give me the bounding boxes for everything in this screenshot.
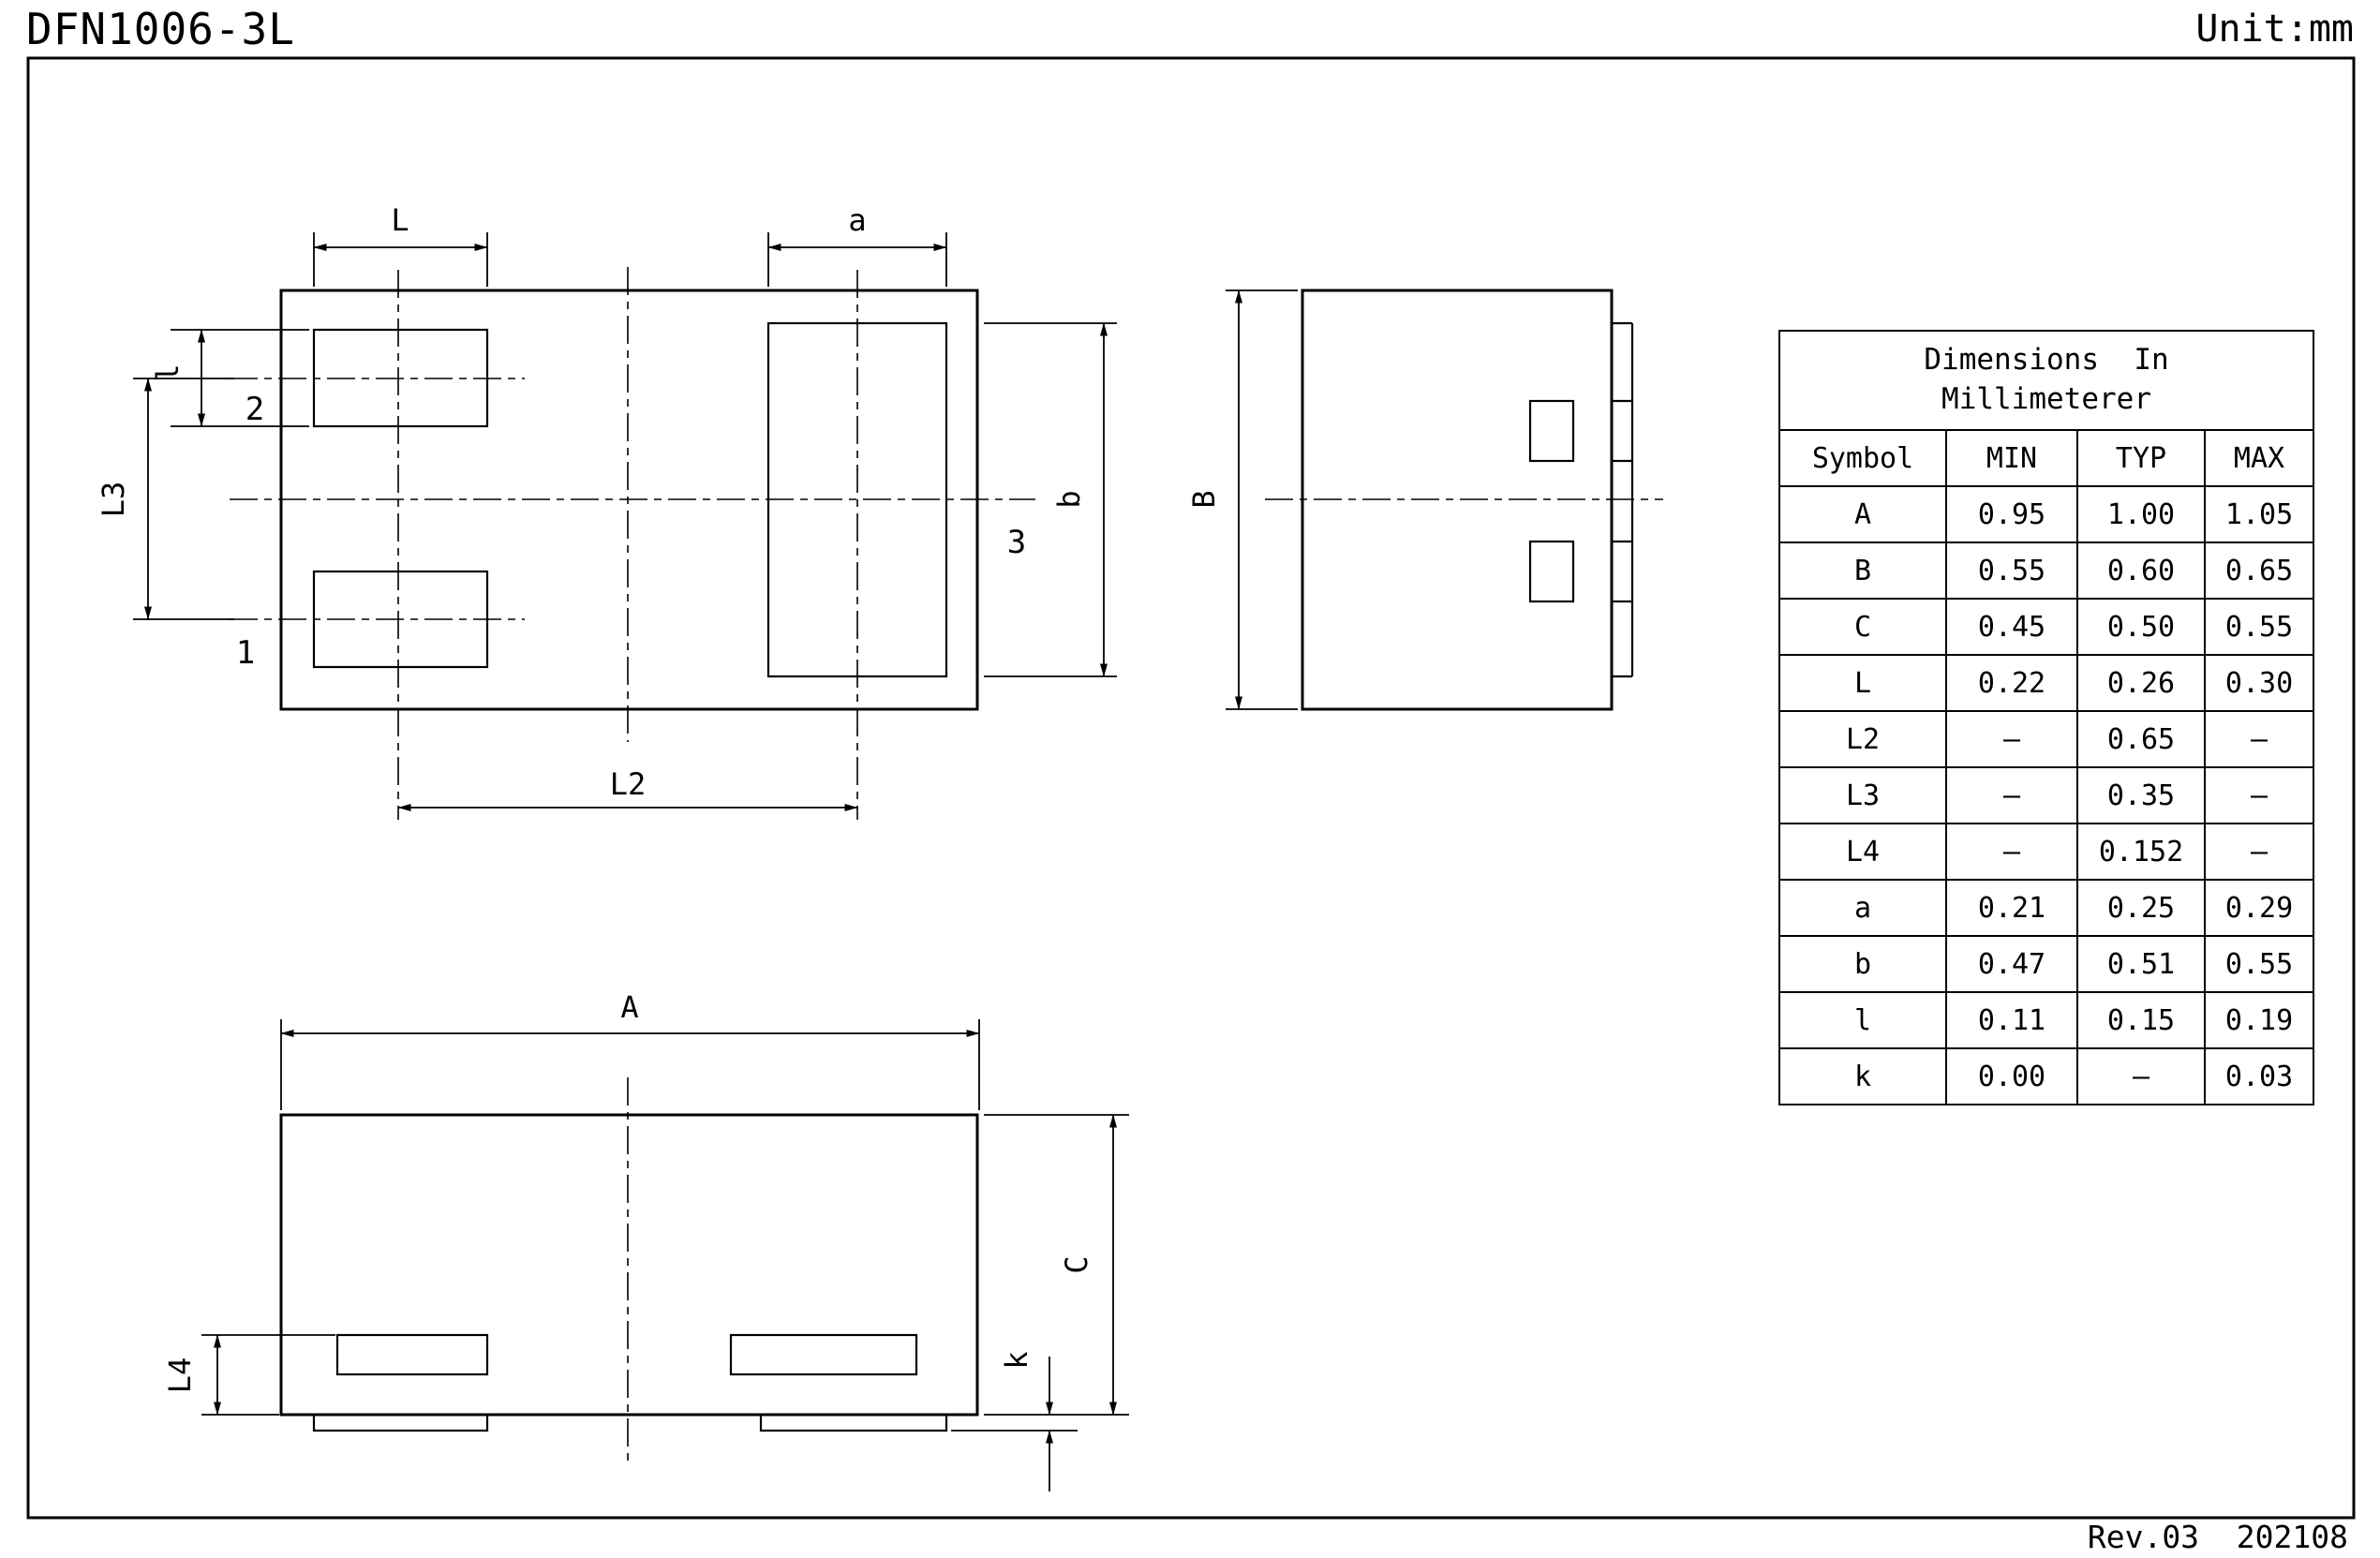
cell-symbol: A bbox=[1778, 485, 1947, 543]
cell-max: 0.30 bbox=[2203, 654, 2315, 712]
dim-label-b: b bbox=[1051, 490, 1087, 508]
cell-max: 0.55 bbox=[2203, 935, 2315, 993]
col-header-min: MIN bbox=[1945, 429, 2078, 487]
dim-label-L2: L2 bbox=[610, 766, 647, 802]
cell-min: 0.45 bbox=[1945, 598, 2078, 656]
dimensions-table: Dimensions In Millimeterer Symbol MIN TY… bbox=[1778, 330, 2315, 1105]
cell-max: – bbox=[2203, 823, 2315, 881]
cell-min: 0.21 bbox=[1945, 879, 2078, 937]
cell-max: 0.19 bbox=[2203, 991, 2315, 1049]
cell-typ: 1.00 bbox=[2076, 485, 2206, 543]
table-row: a 0.21 0.25 0.29 bbox=[1778, 879, 2315, 937]
table-row: l 0.11 0.15 0.19 bbox=[1778, 991, 2315, 1049]
col-header-symbol: Symbol bbox=[1778, 429, 1947, 487]
dim-label-L3: L3 bbox=[96, 482, 131, 518]
cell-min: 0.11 bbox=[1945, 991, 2078, 1049]
cell-min: – bbox=[1945, 823, 2078, 881]
cell-max: – bbox=[2203, 766, 2315, 824]
table-row: A 0.95 1.00 1.05 bbox=[1778, 485, 2315, 543]
dim-label-L4: L4 bbox=[162, 1358, 198, 1394]
terminal-step-left bbox=[312, 1413, 489, 1432]
cell-symbol: L4 bbox=[1778, 823, 1947, 881]
cell-max: – bbox=[2203, 710, 2315, 768]
cell-min: 0.00 bbox=[1945, 1047, 2078, 1105]
cell-min: 0.22 bbox=[1945, 654, 2078, 712]
dim-label-k: k bbox=[999, 1351, 1034, 1369]
bottom-pad-right bbox=[729, 1333, 918, 1376]
package-outline-bottom bbox=[279, 1113, 979, 1417]
cell-typ: 0.26 bbox=[2076, 654, 2206, 712]
dim-label-C: C bbox=[1059, 1255, 1094, 1273]
cell-min: 0.95 bbox=[1945, 485, 2078, 543]
cell-typ: 0.25 bbox=[2076, 879, 2206, 937]
terminal-section-lower bbox=[1528, 540, 1575, 603]
cell-max: 1.05 bbox=[2203, 485, 2315, 543]
cell-min: 0.55 bbox=[1945, 542, 2078, 600]
table-title-line2: Millimeterer bbox=[1941, 382, 2151, 416]
table-row: L3 – 0.35 – bbox=[1778, 766, 2315, 824]
bottom-pad-left bbox=[335, 1333, 489, 1376]
dim-label-a: a bbox=[848, 202, 866, 238]
cell-min: – bbox=[1945, 766, 2078, 824]
cell-min: 0.47 bbox=[1945, 935, 2078, 993]
table-row: L4 – 0.152 – bbox=[1778, 823, 2315, 881]
col-header-typ: TYP bbox=[2076, 429, 2206, 487]
cell-symbol: l bbox=[1778, 991, 1947, 1049]
top-view: L a l L3 L2 b 2 1 bbox=[96, 202, 1117, 820]
dim-label-l: l bbox=[150, 364, 186, 381]
dim-label-A: A bbox=[620, 989, 638, 1025]
cell-min: – bbox=[1945, 710, 2078, 768]
table-row: C 0.45 0.50 0.55 bbox=[1778, 598, 2315, 656]
terminal-step-right bbox=[759, 1413, 948, 1432]
cell-typ: 0.35 bbox=[2076, 766, 2206, 824]
pin-number-3: 3 bbox=[1007, 524, 1026, 561]
cell-max: 0.65 bbox=[2203, 542, 2315, 600]
cell-symbol: L bbox=[1778, 654, 1947, 712]
cell-typ: 0.65 bbox=[2076, 710, 2206, 768]
col-header-max: MAX bbox=[2203, 429, 2315, 487]
cell-symbol: L2 bbox=[1778, 710, 1947, 768]
revision-note: Rev.03 202108 bbox=[2087, 1519, 2348, 1555]
table-row: B 0.55 0.60 0.65 bbox=[1778, 542, 2315, 600]
cell-max: 0.29 bbox=[2203, 879, 2315, 937]
cell-symbol: k bbox=[1778, 1047, 1947, 1105]
drawing-border bbox=[26, 56, 2356, 1520]
cell-typ: 0.50 bbox=[2076, 598, 2206, 656]
cell-typ: 0.60 bbox=[2076, 542, 2206, 600]
table-row: k 0.00 – 0.03 bbox=[1778, 1047, 2315, 1105]
table-title: Dimensions In Millimeterer bbox=[1778, 330, 2315, 431]
table-title-line1: Dimensions In bbox=[1924, 343, 2169, 378]
cell-typ: – bbox=[2076, 1047, 2206, 1105]
dim-label-B: B bbox=[1186, 490, 1222, 508]
cell-symbol: B bbox=[1778, 542, 1947, 600]
pin-number-1: 1 bbox=[236, 634, 255, 672]
table-title-row: Dimensions In Millimeterer bbox=[1778, 330, 2315, 431]
cell-max: 0.55 bbox=[2203, 598, 2315, 656]
cell-typ: 0.51 bbox=[2076, 935, 2206, 993]
cell-max: 0.03 bbox=[2203, 1047, 2315, 1105]
package-title: DFN1006-3L bbox=[26, 4, 295, 54]
dim-label-L: L bbox=[391, 202, 409, 238]
cell-symbol: a bbox=[1778, 879, 1947, 937]
table-row: b 0.47 0.51 0.55 bbox=[1778, 935, 2315, 993]
cell-typ: 0.15 bbox=[2076, 991, 2206, 1049]
table-header-row: Symbol MIN TYP MAX bbox=[1778, 429, 2315, 487]
cell-symbol: L3 bbox=[1778, 766, 1947, 824]
side-view: B bbox=[1186, 289, 1663, 711]
unit-note: Unit:mm bbox=[2195, 7, 2354, 51]
table-row: L 0.22 0.26 0.30 bbox=[1778, 654, 2315, 712]
cell-symbol: b bbox=[1778, 935, 1947, 993]
bottom-view: A L4 C k bbox=[162, 989, 1129, 1491]
table-row: L2 – 0.65 – bbox=[1778, 710, 2315, 768]
pin-number-2: 2 bbox=[245, 391, 264, 428]
cell-typ: 0.152 bbox=[2076, 823, 2206, 881]
cell-symbol: C bbox=[1778, 598, 1947, 656]
terminal-section-upper bbox=[1528, 399, 1575, 463]
